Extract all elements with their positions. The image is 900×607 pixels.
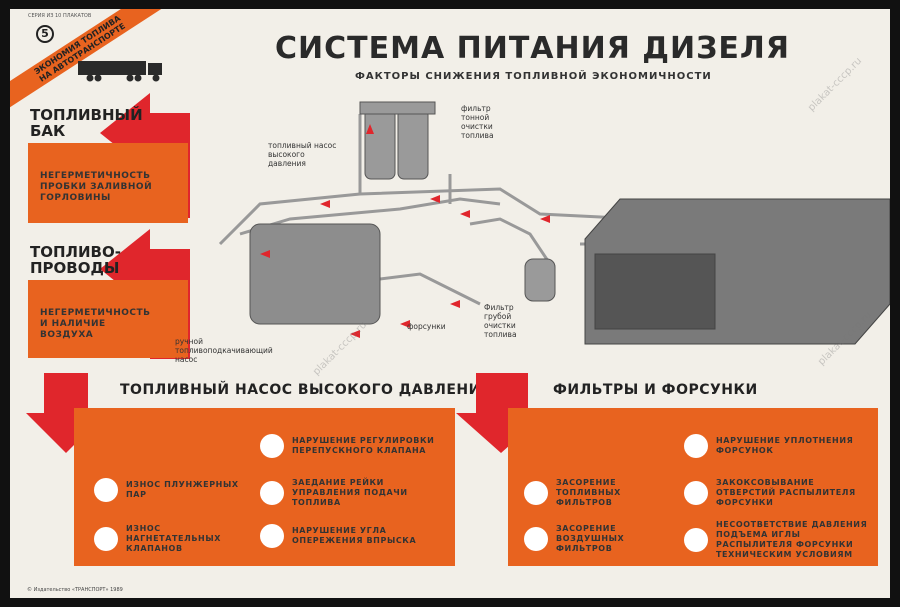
factor-item: ИЗНОС НАГНЕТАТЕЛЬНЫХ КЛАПАНОВ (94, 524, 256, 554)
section-title-pump: ТОПЛИВНЫЙ НАСОС ВЫСОКОГО ДАВЛЕНИЯ (120, 382, 493, 398)
left-heading-fuel-lines: ТОПЛИВО-ПРОВОДЫ (30, 243, 121, 277)
factor-item: НЕСООТВЕТСТВИЕ ДАВЛЕНИЯ ПОДЪЕМА ИГЛЫ РАС… (684, 520, 874, 560)
bullet-icon (684, 528, 708, 552)
poster-number: 5 (36, 25, 54, 43)
section-title-filters: ФИЛЬТРЫ И ФОРСУНКИ (553, 382, 758, 398)
label-pump: топливный насос высокого давления (268, 141, 337, 168)
bullet-icon (524, 527, 548, 551)
bullet-icon (524, 481, 548, 505)
flow-arrows (260, 124, 550, 338)
label-coarse-filter: Фильтр грубой очистки топлива (484, 303, 517, 339)
bullet-icon (684, 434, 708, 458)
pump-factors-panel: ИЗНОС ПЛУНЖЕРНЫХ ПАР ИЗНОС НАГНЕТАТЕЛЬНЫ… (74, 408, 455, 566)
filters-factors-panel: ЗАСОРЕНИЕ ТОПЛИВНЫХ ФИЛЬТРОВ ЗАСОРЕНИЕ В… (508, 408, 878, 566)
bullet-icon (260, 434, 284, 458)
page-title: СИСТЕМА ПИТАНИЯ ДИЗЕЛЯ (275, 31, 790, 66)
fine-filter (359, 101, 436, 180)
factor-item: НАРУШЕНИЕ УГЛА ОПЕРЕЖЕНИЯ ВПРЫСКА (260, 524, 435, 548)
publisher-imprint: © Издательство «ТРАНСПОРТ» 1989 (27, 587, 123, 593)
bullet-icon (94, 478, 118, 502)
label-injectors: форсунки (407, 322, 446, 331)
page-subtitle: ФАКТОРЫ СНИЖЕНИЯ ТОПЛИВНОЙ ЭКОНОМИЧНОСТИ (355, 71, 712, 82)
fuel-system-diagram (218, 101, 890, 345)
factor-item: НАРУШЕНИЕ РЕГУЛИРОВКИ ПЕРЕПУСКНОГО КЛАПА… (260, 434, 450, 458)
factor-item: ЗАКОКСОВЫВАНИЕ ОТВЕРСТИЙ РАСПЫЛИТЕЛЯ ФОР… (684, 478, 874, 508)
coarse-filter (524, 258, 556, 302)
factor-item: ЗАСОРЕНИЕ ВОЗДУШНЫХ ФИЛЬТРОВ (524, 524, 680, 554)
bullet-icon (260, 481, 284, 505)
bullet-icon (94, 527, 118, 551)
factor-item: ЗАСОРЕНИЕ ТОПЛИВНЫХ ФИЛЬТРОВ (524, 478, 680, 508)
label-hand-pump: ручной топливоподкачивающий насос (175, 337, 273, 364)
series-label: СЕРИЯ ИЗ 10 ПЛАКАТОВ (28, 13, 92, 19)
bullet-icon (260, 524, 284, 548)
factor-item: ИЗНОС ПЛУНЖЕРНЫХ ПАР (94, 478, 256, 502)
factor-item: НАРУШЕНИЕ УПЛОТНЕНИЯ ФОРСУНОК (684, 434, 869, 458)
fuel-tank (584, 198, 890, 345)
bullet-icon (684, 481, 708, 505)
factor-item: ЗАЕДАНИЕ РЕЙКИ УПРАВЛЕНИЯ ПОДАЧИ ТОПЛИВА (260, 478, 435, 508)
label-fine-filter: фильтр тонной очистки топлива (461, 104, 494, 140)
engine-pump (249, 223, 381, 325)
truck-icon (78, 61, 162, 82)
